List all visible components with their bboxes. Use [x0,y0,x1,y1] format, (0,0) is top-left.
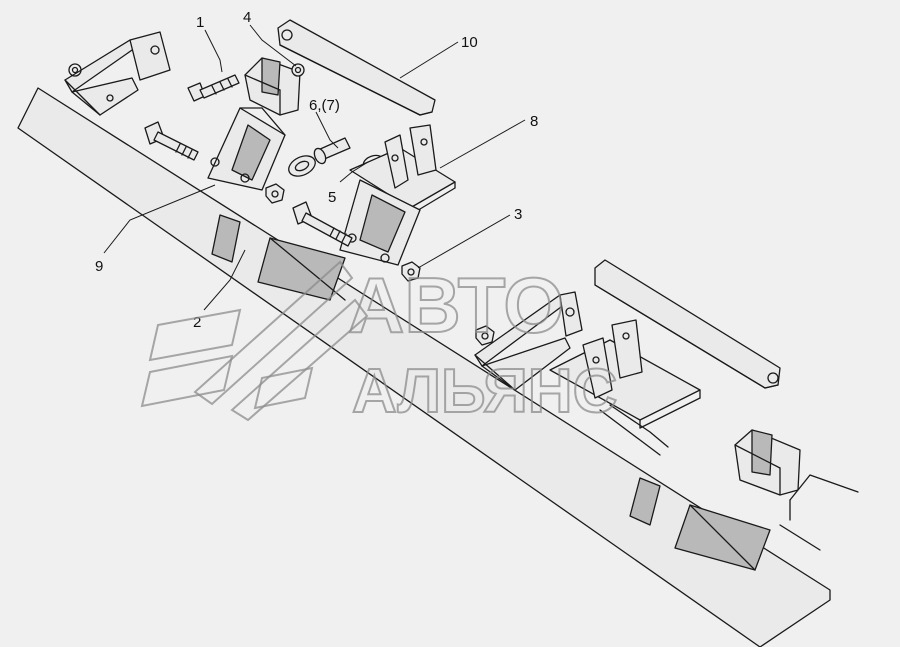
bolt-long-mid [292,201,353,247]
watermark-logo [140,260,369,422]
callout-4: 4 [243,9,251,26]
leader-lines [103,24,526,311]
callout-6-7: 6,(7) [309,97,340,114]
hinge-bracket-left [64,31,171,116]
callout-5: 5 [328,189,336,206]
callout-1: 1 [196,14,204,31]
bar-right [594,259,781,389]
bolt-1 [187,74,240,102]
nut-3 [401,261,421,282]
watermark: АВТО АЛЬЯНС [140,260,618,427]
callout-labels: 1 2 3 4 5 6,(7) 8 9 10 [95,9,538,331]
u-bracket-9 [207,107,286,191]
hinge-bracket-right [474,291,583,391]
watermark-line2: АЛЬЯНС [352,357,617,426]
callout-2: 2 [193,314,201,331]
callout-8: 8 [530,113,538,130]
bolt-long-left [144,121,199,161]
nut-left [265,183,285,204]
pin-6-7 [288,137,351,177]
clamp-bracket-right [734,429,859,551]
plate-right [549,319,701,456]
callout-3: 3 [514,206,522,223]
bar-10 [277,19,436,116]
callout-9: 9 [95,258,103,275]
watermark-line1: АВТО [348,261,564,349]
clamp-bracket-4 [244,57,305,116]
callout-10: 10 [461,34,478,51]
u-bracket-mid [339,179,421,266]
main-beam [17,87,831,647]
